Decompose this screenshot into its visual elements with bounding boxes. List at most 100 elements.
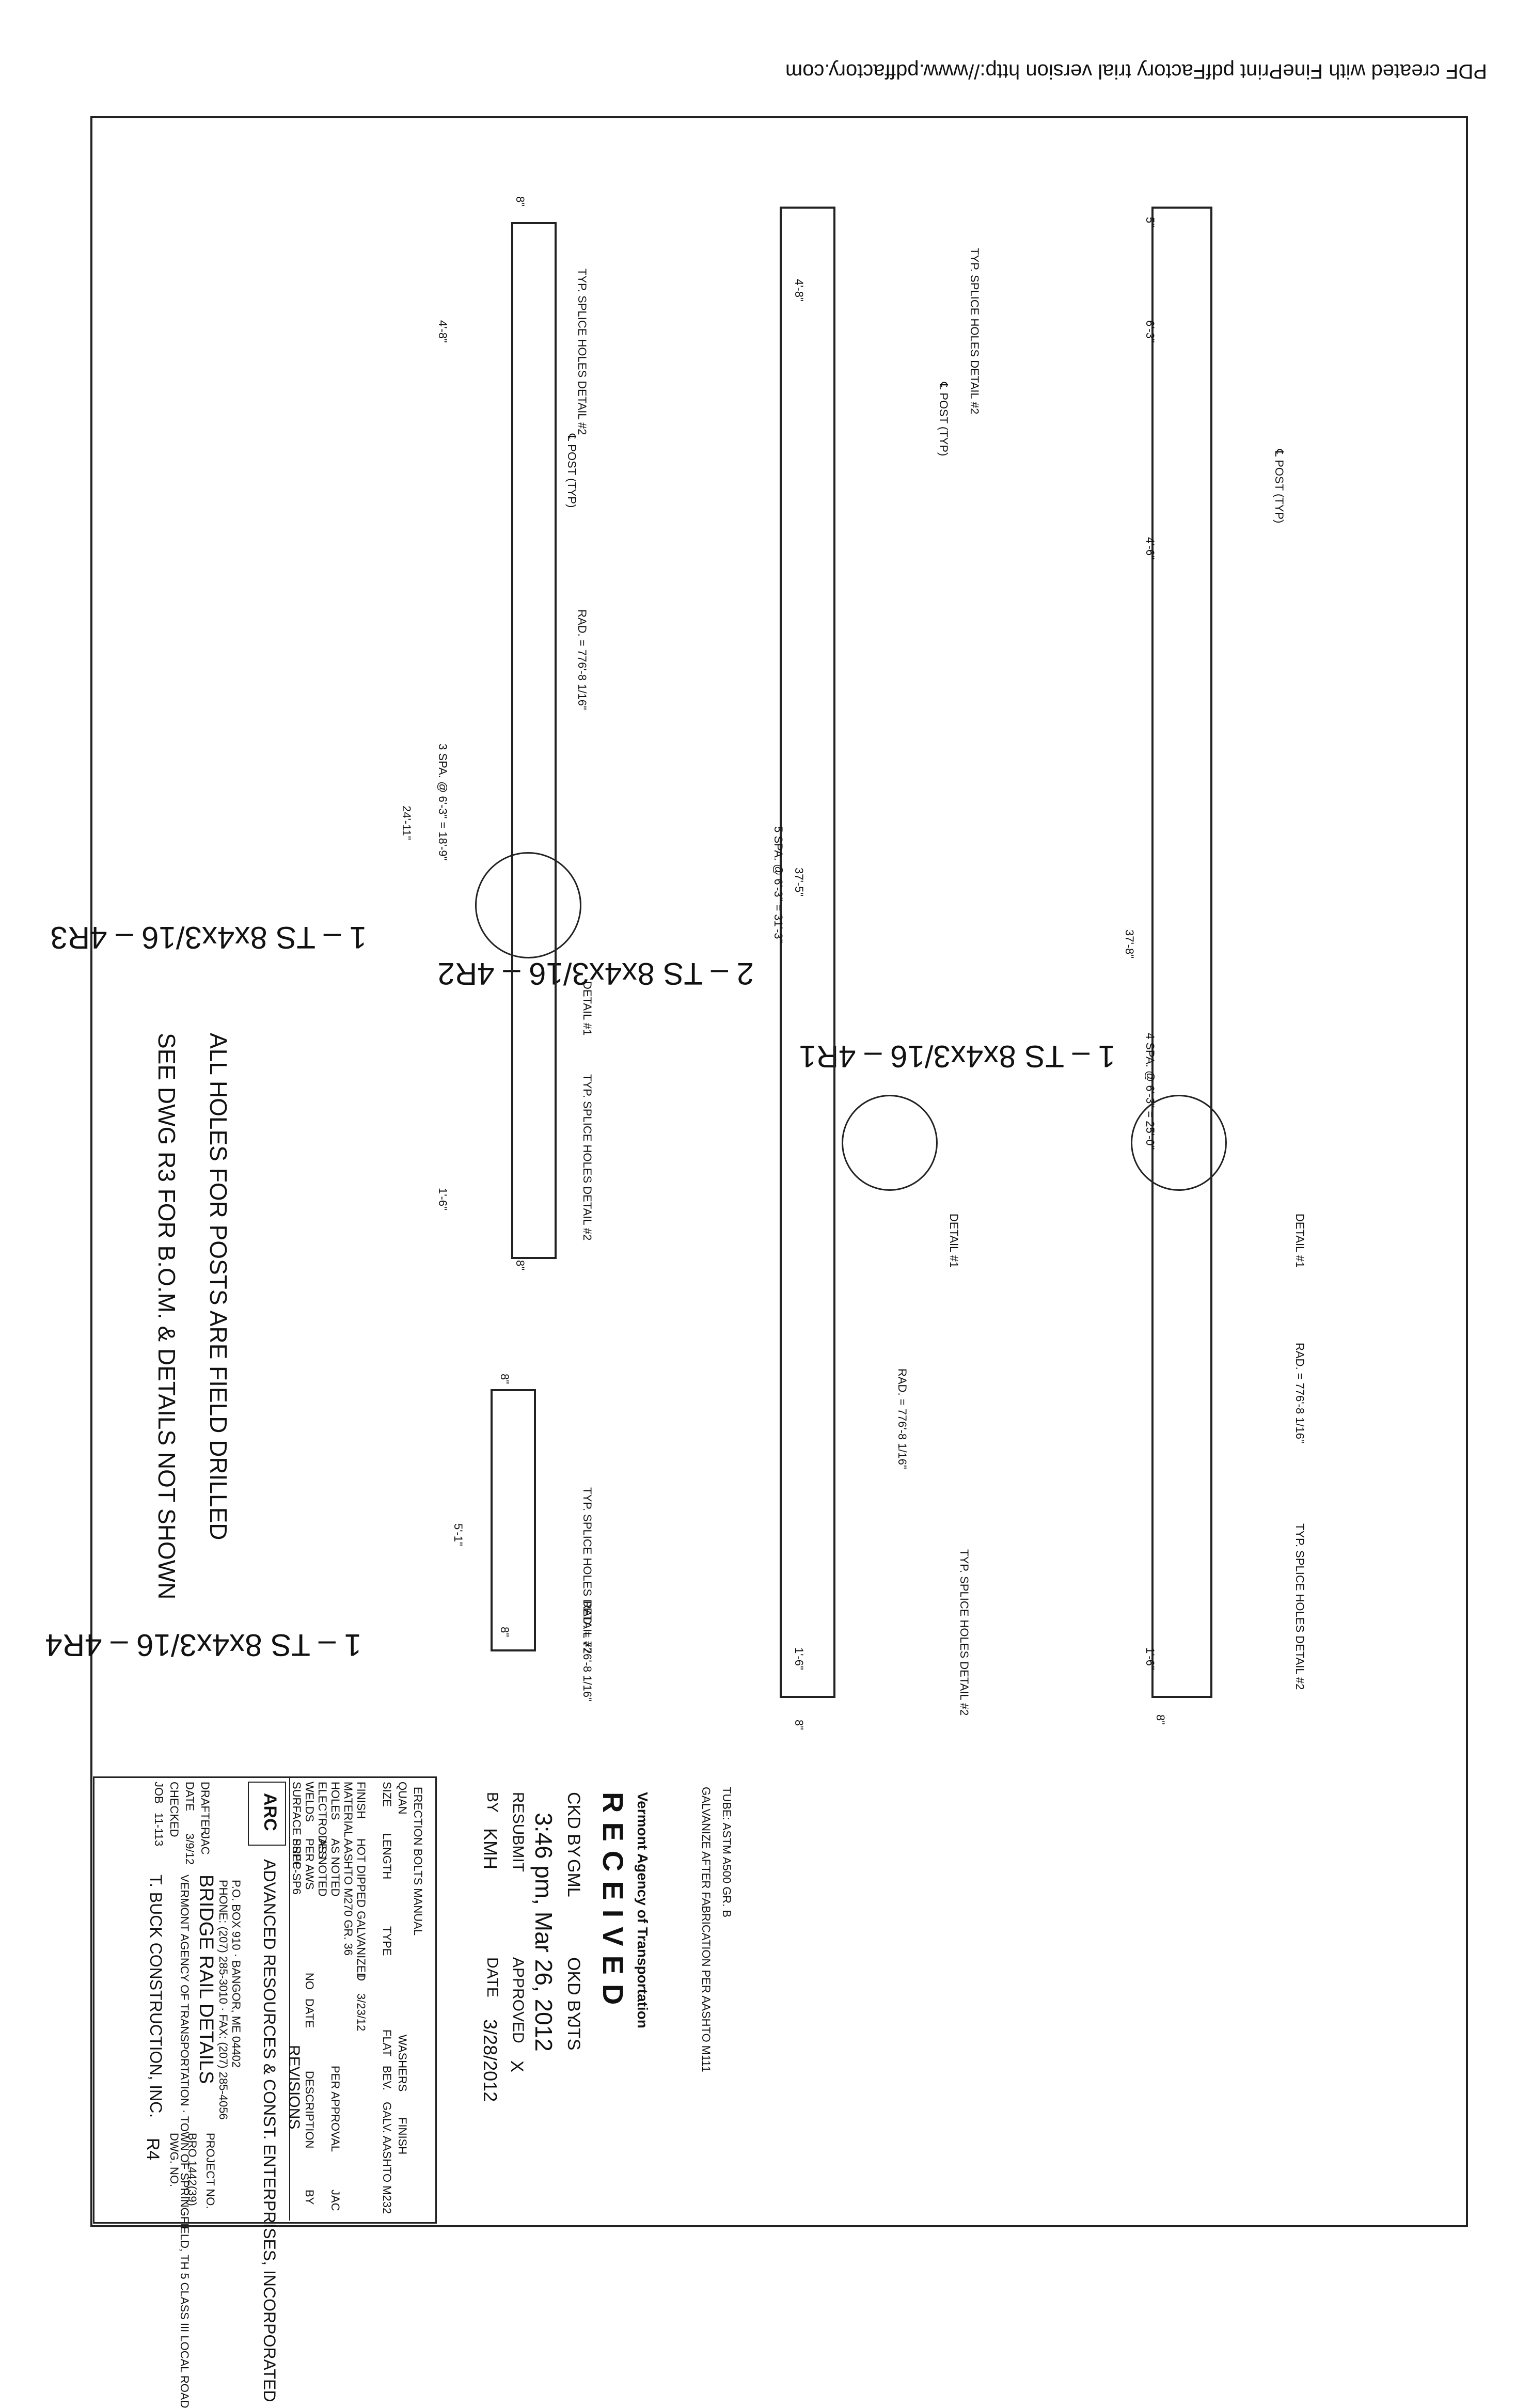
- beam-4r3-note-post: ℄ POST (TYP): [565, 434, 578, 508]
- beam-4r2-label: 2 – TS 8x4x3/16 – 4R2: [437, 956, 754, 991]
- drawing-title: BRIDGE RAIL DETAILS: [195, 1875, 217, 2084]
- spec-row-1-value: AASHTO M270 GR. 36: [342, 1838, 355, 1956]
- beam-4r1-dim-6: 8": [1154, 1714, 1167, 1725]
- project-no-label: PROJECT NO.: [204, 2133, 217, 2209]
- stamp-received: RECEIVED: [597, 1792, 629, 2014]
- beam-4r3-dim-5: 8": [514, 1260, 527, 1271]
- beam-4r3-dim-1: 4'-8": [436, 320, 449, 343]
- contractor: T. BUCK CONSTRUCTION, INC.: [147, 1875, 165, 2118]
- date-label: DATE: [183, 1782, 196, 1812]
- stamp-by-label: BY: [484, 1792, 501, 1813]
- spec-header-5: WASHERS: [396, 2035, 409, 2092]
- received-stamp: Vermont Agency of Transportation RECEIVE…: [444, 1792, 661, 2184]
- spec-row-1-label: MATERIAL: [342, 1782, 355, 1838]
- beam-4r4-label: 1 – TS 8x4x3/16 – 4R4: [45, 1628, 361, 1662]
- beam-4r1-dim-0: 5": [1144, 217, 1157, 228]
- checked-label: CHECKED: [168, 1782, 181, 1837]
- detail-1-circle: [1131, 1095, 1227, 1191]
- beam-4r4-dim-2: 8": [498, 1627, 511, 1638]
- beam-4r2-note-detail: DETAIL #1: [948, 1214, 960, 1268]
- spec-table: ERECTION BOLTS MANUAL QUAN SIZE LENGTH T…: [286, 1776, 435, 2221]
- stamp-resubmit: RESUBMIT: [510, 1792, 527, 1872]
- stamp-okd-value: JTS: [564, 2019, 583, 2051]
- revision-date: 3/23/12: [355, 1993, 368, 2032]
- beam-4r3-note-splice-a: TYP. SPLICE HOLES DETAIL #2: [576, 269, 589, 435]
- beam-4r3-note-detail: DETAIL #1: [581, 981, 594, 1036]
- spec-row-4-value: PER AWS: [303, 1838, 316, 1890]
- spec-header-6: FLAT: [381, 2029, 393, 2057]
- beam-4r1-note-post: ℄ POST (TYP): [1273, 449, 1286, 524]
- detail-1-circle-2: [842, 1095, 938, 1191]
- beam-4r1-note-rad: RAD. = 776'-8 1/16": [1293, 1343, 1306, 1443]
- stamp-date-value: 3/28/2012: [480, 2019, 501, 2102]
- beam-4r4-dim-0: 8": [498, 1374, 511, 1384]
- beam-4r1-dim-1: 6'-3": [1144, 320, 1157, 343]
- beam-4r1-dim-4: 4 SPA. @ 6'-3" = 25'-0": [1144, 1033, 1157, 1150]
- beam-4r2-dim-1: 37'-5": [793, 868, 806, 897]
- spec-header-9: GALV. AASHTO M232: [381, 2102, 393, 2214]
- beam-4r3: [511, 222, 557, 1259]
- beam-4r1-dim-3: 37'-8": [1123, 930, 1136, 959]
- beam-4r1: [1151, 207, 1212, 1698]
- title-block: [93, 1776, 437, 2224]
- revision-by: JAC: [329, 2190, 342, 2211]
- spec-header-3: LENGTH: [381, 1833, 393, 1880]
- project-no: BRO 1442(39): [186, 2133, 199, 2206]
- spec-header-7: BEV.: [381, 2066, 393, 2091]
- material-note-2: GALVANIZE AFTER FABRICATION PER AASHTO M…: [700, 1787, 713, 2072]
- spec-row-2-label: HOLES: [329, 1782, 342, 1820]
- arc-logo-text: ARC: [260, 1793, 280, 1831]
- stamp-agency: Vermont Agency of Transportation: [635, 1792, 651, 2028]
- beam-4r2-note-splice-a: TYP. SPLICE HOLES DETAIL #2: [968, 248, 981, 415]
- spec-row-5-value: SSPC-SP6: [290, 1838, 303, 1895]
- revision-desc: PER APPROVAL: [329, 2066, 342, 2152]
- spec-row-2-value: AS NOTED: [329, 1838, 342, 1897]
- beam-4r1-dim-5: 1'-6": [1144, 1647, 1157, 1670]
- sheet-border: [90, 116, 1468, 2227]
- revision-header-desc: DESCRIPTION: [303, 2071, 316, 2149]
- spec-header-8: FINISH: [396, 2117, 409, 2155]
- beam-4r4: [491, 1389, 536, 1651]
- beam-4r1-note-detail: DETAIL #1: [1293, 1214, 1306, 1268]
- general-note-1: ALL HOLES FOR POSTS ARE FIELD DRILLED: [205, 1033, 232, 1540]
- beam-4r3-dim-4: 1'-6": [436, 1188, 449, 1210]
- date-value: 3/9/12: [183, 1833, 196, 1865]
- beam-4r2-note-rad: RAD. = 776'-8 1/16": [896, 1368, 909, 1469]
- beam-4r2-note-splice-b: TYP. SPLICE HOLES DETAIL #2: [958, 1549, 971, 1716]
- spec-row-3-value: AS NOTED: [316, 1838, 329, 1897]
- beam-4r1-dim-2: 4'-6": [1144, 537, 1157, 560]
- spec-header-0: ERECTION BOLTS MANUAL: [412, 1787, 424, 1936]
- spec-row-0-value: HOT DIPPED GALVANIZED: [355, 1838, 368, 1981]
- stamp-approved: APPROVED: [510, 1957, 527, 2043]
- revision-header-by: BY: [303, 2190, 316, 2205]
- revision-header-date: DATE: [303, 1998, 316, 2028]
- general-note-2: SEE DWG R3 FOR B.O.M. & DETAILS NOT SHOW…: [153, 1033, 180, 1600]
- detail-1-circle-3: [475, 852, 581, 958]
- beam-4r1-note-splice: TYP. SPLICE HOLES DETAIL #2: [1293, 1523, 1306, 1690]
- beam-4r2-dim-3: 1'-6": [793, 1647, 806, 1670]
- stamp-ckd-value: GML: [564, 1859, 583, 1897]
- beam-4r2-note-post: ℄ POST (TYP): [937, 382, 950, 457]
- spec-header-1: QUAN: [396, 1782, 409, 1815]
- beam-4r2-dim-4: 8": [793, 1720, 806, 1730]
- company-phone: PHONE: (207) 285-3010 · FAX: (207) 285-4…: [217, 1880, 230, 2120]
- spec-header-4: TYPE: [381, 1926, 393, 1956]
- beam-4r2-dim-0: 4'-8": [793, 279, 806, 302]
- drafter-label: DRAFTER: [199, 1782, 212, 1835]
- beam-4r3-note-splice-b: TYP. SPLICE HOLES DETAIL #2: [581, 1074, 594, 1241]
- drafter-value: JAC: [199, 1833, 212, 1855]
- spec-header-2: SIZE: [381, 1782, 393, 1807]
- beam-4r3-note-rad: RAD. = 776'-8 1/16": [576, 609, 589, 710]
- beam-4r3-dim-0: 8": [514, 196, 527, 207]
- company-area: ARC ADVANCED RESOURCES & CONST. ENTERPRI…: [93, 1776, 289, 2408]
- beam-4r3-dim-3: 3 SPA. @ 6'-3" = 18'-9": [436, 744, 449, 861]
- company-name: ADVANCED RESOURCES & CONST. ENTERPRISES,…: [260, 1859, 279, 2402]
- revision-header-no: NO: [303, 1973, 316, 1990]
- beam-4r2: [780, 207, 835, 1698]
- material-note-1: TUBE: ASTM A500 GR. B: [720, 1787, 733, 1918]
- spec-row-0-label: FINISH: [355, 1782, 368, 1819]
- dwg-no: R4: [143, 2138, 163, 2161]
- dwg-no-label: DWG. NO.: [168, 2133, 181, 2187]
- stamp-okd-label: OKD BY: [564, 1957, 583, 2024]
- spec-row-4-label: WELDS: [303, 1782, 316, 1822]
